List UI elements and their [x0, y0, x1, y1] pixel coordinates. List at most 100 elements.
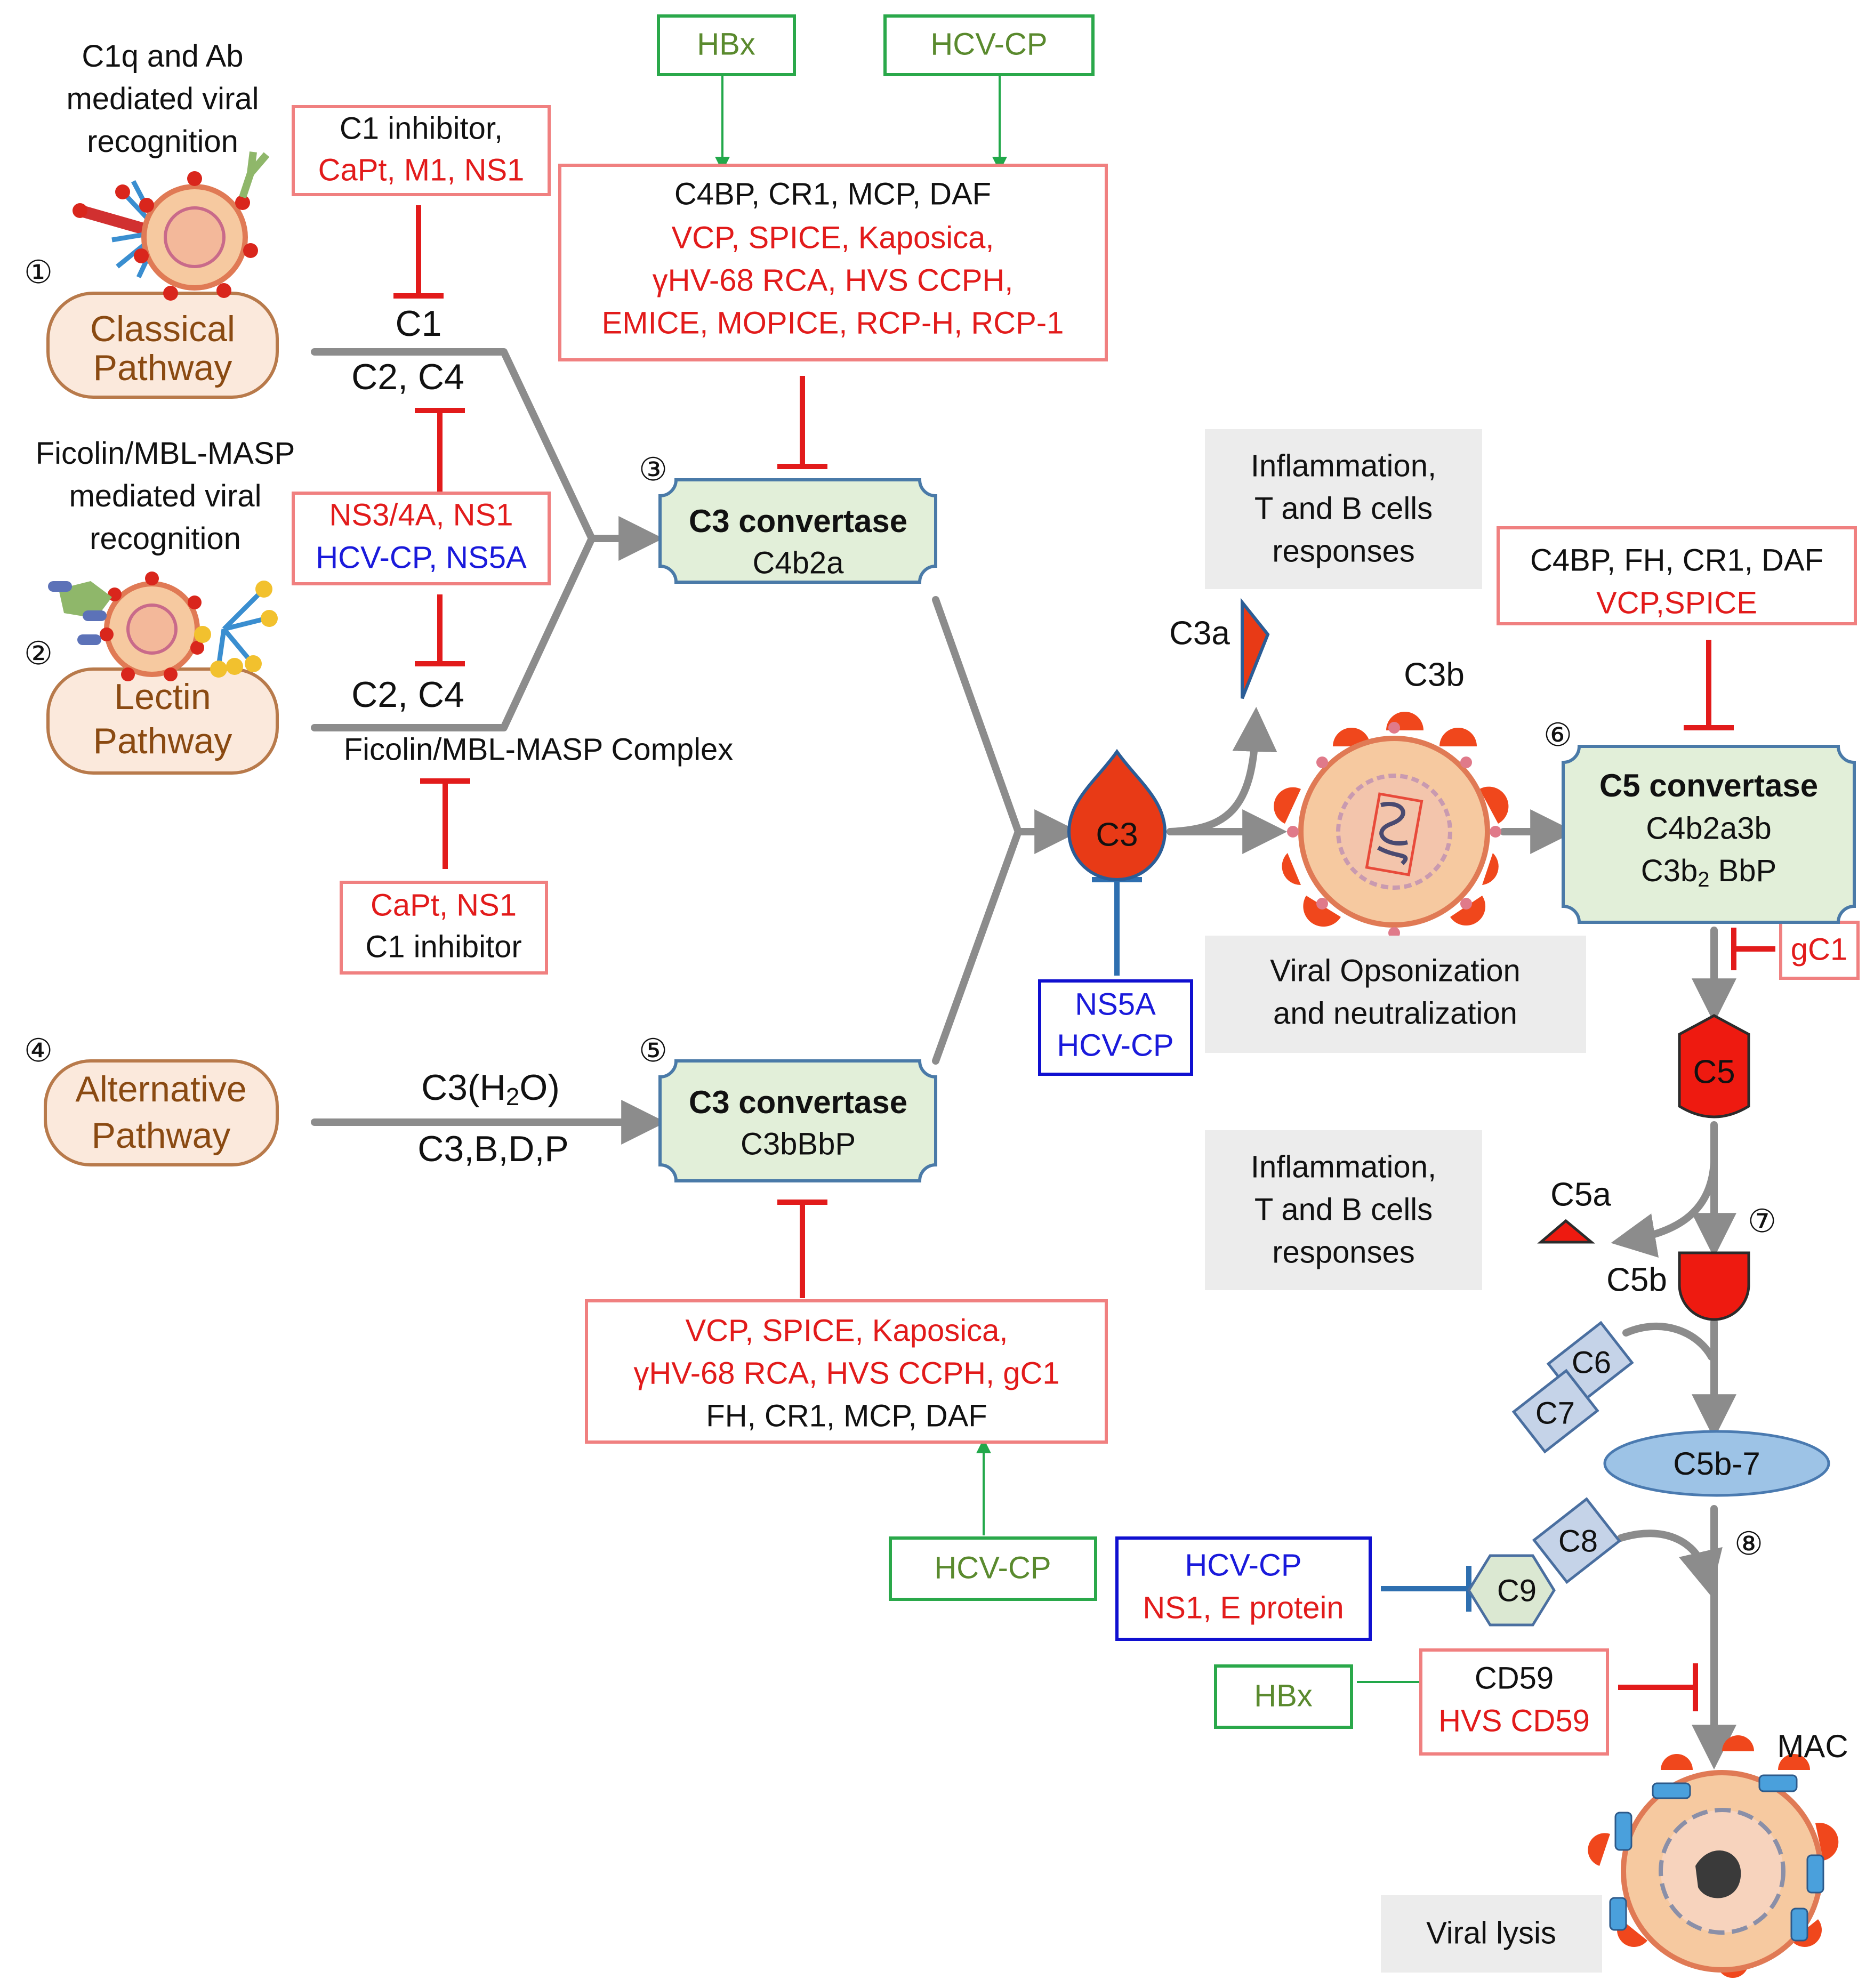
lectin-virus-icon — [48, 572, 278, 681]
c5b-shape: C5b — [1606, 1251, 1750, 1321]
c8-shape: C8 — [1532, 1497, 1621, 1584]
svg-text:HCV-CP: HCV-CP — [930, 27, 1047, 61]
svg-text:C3: C3 — [1096, 816, 1138, 853]
step-number-3: ③ — [639, 452, 667, 487]
svg-text:responses: responses — [1272, 1235, 1415, 1269]
svg-text:C3 convertase: C3 convertase — [689, 503, 907, 539]
svg-text:HCV-CP: HCV-CP — [1057, 1028, 1173, 1063]
inhibition-symbols — [393, 205, 1775, 1711]
step-number-4: ④ — [24, 1033, 53, 1068]
svg-text:C9: C9 — [1497, 1573, 1537, 1608]
hbx-top-box: HBx — [657, 14, 796, 76]
step-number-8: ⑧ — [1734, 1526, 1763, 1562]
svg-text:NS3/4A, NS1: NS3/4A, NS1 — [329, 497, 513, 532]
lectin-label-1: Lectin — [114, 677, 211, 717]
svg-text:recognition: recognition — [90, 521, 241, 556]
svg-text:mediated viral: mediated viral — [69, 479, 261, 513]
svg-text:C3a: C3a — [1169, 615, 1230, 651]
svg-text:C4b2a: C4b2a — [753, 545, 844, 580]
c5b7-ellipse: C5b-7 — [1603, 1430, 1830, 1497]
svg-text:NS1, E protein: NS1, E protein — [1143, 1590, 1344, 1625]
svg-text:FH, CR1, MCP, DAF: FH, CR1, MCP, DAF — [706, 1398, 987, 1433]
svg-text:Ficolin/MBL-MASP: Ficolin/MBL-MASP — [36, 436, 295, 471]
svg-text:γHV-68 RCA, HVS CCPH,: γHV-68 RCA, HVS CCPH, — [653, 263, 1014, 297]
ficolin-complex-label: Ficolin/MBL-MASP Complex — [344, 732, 734, 767]
alternative-pathway-box: Alternative Pathway — [44, 1059, 279, 1166]
step-number-1: ① — [24, 254, 53, 290]
step-number-7: ⑦ — [1748, 1203, 1776, 1239]
lectin-caption: Ficolin/MBL-MASP mediated viral recognit… — [36, 436, 295, 556]
svg-text:C5a: C5a — [1550, 1176, 1611, 1213]
svg-text:and neutralization: and neutralization — [1273, 996, 1517, 1031]
vcp-bottom-box: VCP, SPICE, Kaposica, γHV-68 RCA, HVS CC… — [585, 1299, 1108, 1444]
c9-shape: C9 — [1467, 1554, 1556, 1627]
svg-text:HVS CD59: HVS CD59 — [1438, 1703, 1590, 1738]
svg-text:C5: C5 — [1693, 1053, 1735, 1090]
svg-text:T and B cells: T and B cells — [1254, 1192, 1433, 1227]
svg-text:C4b2a3b: C4b2a3b — [1646, 811, 1771, 846]
viral-lysis-box: Viral lysis — [1381, 1895, 1602, 1973]
step-number-6: ⑥ — [1543, 717, 1572, 753]
opsonized-virus — [1274, 712, 1509, 957]
step-number-5: ⑤ — [639, 1033, 667, 1068]
svg-text:C1q and Ab: C1q and Ab — [82, 39, 243, 74]
svg-text:C1 inhibitor: C1 inhibitor — [365, 929, 521, 964]
c3bdp-label: C3,B,D,P — [417, 1129, 568, 1169]
c2c4-top-label: C2, C4 — [351, 357, 464, 397]
svg-text:Inflammation,: Inflammation, — [1251, 448, 1436, 483]
svg-text:C7: C7 — [1535, 1396, 1575, 1430]
svg-text:VCP, SPICE, Kaposica,: VCP, SPICE, Kaposica, — [685, 1313, 1008, 1348]
svg-text:responses: responses — [1272, 534, 1415, 568]
c4bp-top-box: C4BP, CR1, MCP, DAF VCP, SPICE, Kaposica… — [558, 164, 1108, 361]
capt-ns1-box: CaPt, NS1 C1 inhibitor — [340, 881, 548, 975]
c1-label: C1 — [396, 303, 442, 344]
svg-text:NS5A: NS5A — [1075, 987, 1156, 1021]
svg-text:C6: C6 — [1572, 1345, 1611, 1380]
inflammation-top-box: Inflammation, T and B cells responses — [1205, 429, 1482, 589]
svg-text:CaPt, M1, NS1: CaPt, M1, NS1 — [318, 152, 525, 187]
c1-inhibitor-box: C1 inhibitor, CaPt, M1, NS1 — [292, 105, 551, 196]
c3-to-c3a-arrow — [1167, 706, 1277, 835]
svg-text:HBx: HBx — [1254, 1678, 1313, 1713]
svg-text:C3b2 BbP: C3b2 BbP — [1641, 854, 1776, 891]
flow-lines — [311, 348, 1736, 1770]
c5-convertase: C5 convertase C4b2a3b C3b2 BbP — [1562, 745, 1856, 924]
svg-text:gC1: gC1 — [1791, 932, 1847, 967]
c3conv-top-to-c3 — [932, 596, 1022, 835]
svg-text:C3 convertase: C3 convertase — [689, 1084, 907, 1120]
c4bp-right-box: C4BP, FH, CR1, DAF VCP,SPICE — [1497, 526, 1857, 625]
c3h2o-label: C3(H2O) — [421, 1067, 560, 1110]
lectin-label-2: Pathway — [93, 721, 232, 761]
ns3-inhibitor-box: NS3/4A, NS1 HCV-CP, NS5A — [292, 492, 551, 585]
svg-text:Viral lysis: Viral lysis — [1426, 1915, 1556, 1950]
c3a-shape: C3a — [1169, 598, 1270, 699]
svg-text:C8: C8 — [1558, 1524, 1598, 1558]
c9-inhibitor-box: HCV-CP NS1, E protein — [1115, 1536, 1372, 1641]
c3conv-bottom-to-c3 — [932, 828, 1022, 1065]
svg-text:C5b: C5b — [1606, 1261, 1667, 1298]
svg-text:VCP,SPICE: VCP,SPICE — [1596, 585, 1757, 620]
gc1-box: gC1 — [1779, 921, 1860, 980]
ns5a-box: NS5A HCV-CP — [1038, 979, 1193, 1076]
svg-text:EMICE, MOPICE, RCP-H, RCP-1: EMICE, MOPICE, RCP-H, RCP-1 — [602, 305, 1064, 340]
lectin-flow-line — [311, 535, 596, 731]
svg-text:γHV-68 RCA, HVS CCPH, gC1: γHV-68 RCA, HVS CCPH, gC1 — [633, 1356, 1059, 1390]
c5-shape: C5 — [1678, 1014, 1750, 1118]
lysed-virus-mac: MAC — [1588, 1728, 1848, 1978]
step-number-2: ② — [24, 635, 53, 671]
svg-text:HCV-CP: HCV-CP — [934, 1550, 1051, 1585]
svg-text:recognition: recognition — [87, 124, 238, 159]
classical-label-1: Classical — [90, 309, 235, 349]
alternative-label-1: Alternative — [75, 1069, 246, 1109]
c6c7-join-arrow — [1622, 1322, 1715, 1361]
svg-text:C4BP, CR1, MCP, DAF: C4BP, CR1, MCP, DAF — [674, 176, 991, 211]
svg-text:CD59: CD59 — [1475, 1661, 1554, 1695]
svg-text:HCV-CP: HCV-CP — [1185, 1548, 1301, 1582]
lectin-pathway-box: Lectin Pathway — [46, 667, 279, 775]
svg-text:C5b-7: C5b-7 — [1673, 1446, 1760, 1482]
hcvcp-top-box: HCV-CP — [883, 14, 1095, 76]
c3-convertase-alternative: C3 convertase C3bBbP — [658, 1059, 937, 1182]
cd59-box: CD59 HVS CD59 — [1419, 1648, 1609, 1756]
c2c4-bottom-label: C2, C4 — [351, 674, 464, 715]
